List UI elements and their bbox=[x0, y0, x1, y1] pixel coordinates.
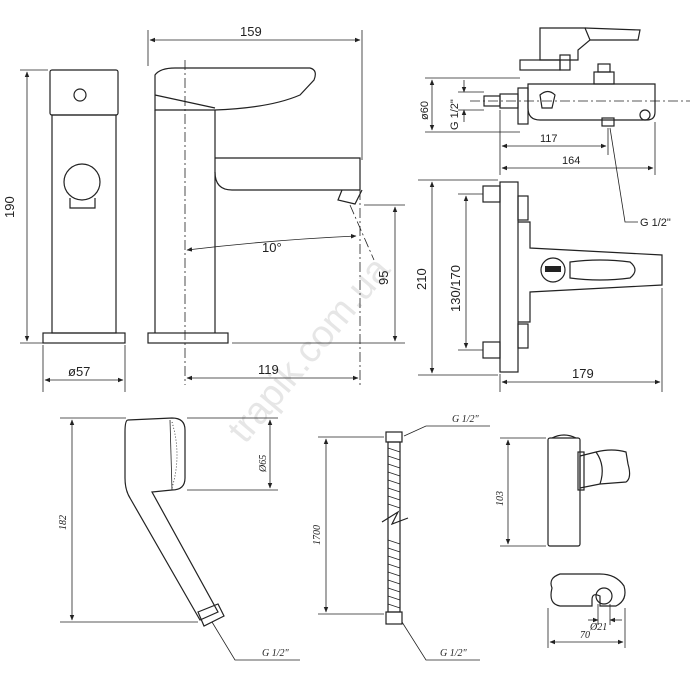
dim-basin-width: 159 bbox=[240, 24, 262, 39]
dim-basin-base: ø57 bbox=[68, 364, 90, 379]
dim-basin-angle: 10° bbox=[262, 240, 282, 255]
watermark: trapik.com.ua bbox=[220, 248, 399, 450]
dim-holder-height: 103 bbox=[495, 491, 506, 506]
basin-mixer-front-view bbox=[147, 60, 375, 385]
dim-bath-side-thread: G 1/2" bbox=[449, 99, 461, 130]
basin-mixer-side-view bbox=[42, 69, 126, 344]
dim-handshower-length: 182 bbox=[58, 515, 69, 530]
bath-mixer-front-view bbox=[482, 181, 663, 373]
dim-bath-front-width: 179 bbox=[572, 366, 594, 381]
dim-hose-length: 1700 bbox=[312, 525, 323, 545]
dim-bath-side-117: 117 bbox=[540, 133, 558, 145]
dim-bath-side-diameter: ø60 bbox=[419, 101, 431, 120]
dim-bath-side-164: 164 bbox=[562, 155, 580, 167]
dim-basin-spout-reach: 119 bbox=[258, 362, 279, 377]
dim-bath-outlet-thread: G 1/2" bbox=[640, 217, 671, 229]
dim-bath-front-height: 210 bbox=[414, 268, 429, 290]
dim-bath-front-centers: 130/170 bbox=[448, 265, 463, 312]
dim-handshower-diameter: Ø65 bbox=[258, 455, 269, 473]
dim-holder-width: 70 bbox=[580, 630, 590, 641]
bath-mixer-side-view bbox=[470, 27, 690, 127]
dim-handshower-thread: G 1/2" bbox=[262, 648, 290, 659]
hand-shower bbox=[124, 417, 225, 627]
wall-holder bbox=[547, 434, 631, 547]
shower-hose bbox=[381, 431, 409, 625]
dim-basin-spout-height: 95 bbox=[376, 271, 391, 285]
dim-holder-diameter: Ø21 bbox=[589, 622, 607, 633]
dim-hose-bottom-thread: G 1/2" bbox=[440, 648, 468, 659]
dim-hose-top-thread: G 1/2" bbox=[452, 414, 480, 425]
dim-basin-height: 190 bbox=[2, 196, 17, 218]
wall-holder-top-view bbox=[550, 573, 626, 607]
